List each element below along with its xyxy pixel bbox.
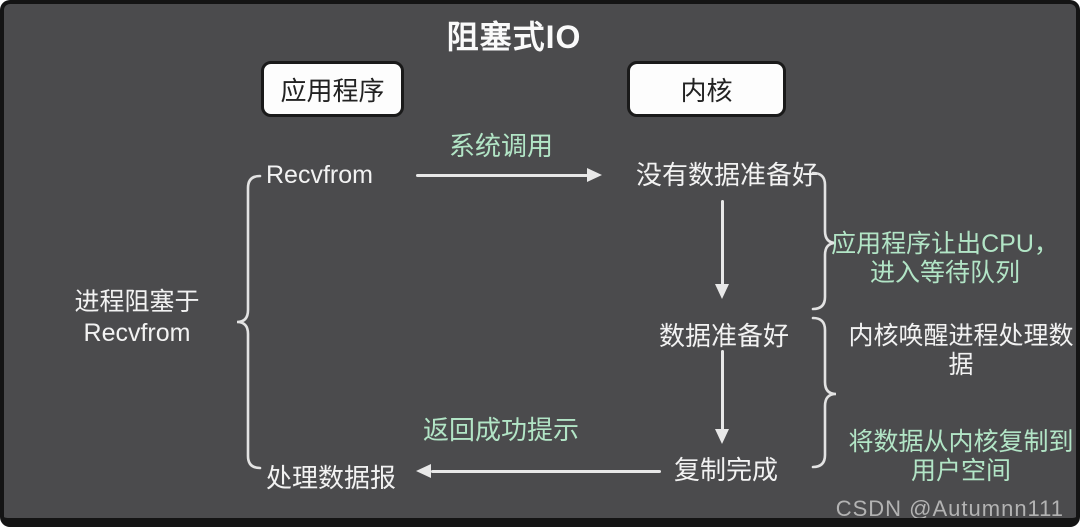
application-box-label: 应用程序 xyxy=(280,75,385,106)
kernel-box: 内核 xyxy=(627,61,786,117)
annotation-copy-to-user: 将数据从内核复制到 用户空间 xyxy=(844,428,1076,486)
node-data-ready: 数据准备好 xyxy=(658,321,789,351)
annotation-yield-cpu-line2: 进入等待队列 xyxy=(869,259,1020,287)
blocked-process-label-line1: 进程阻塞于 xyxy=(74,288,200,316)
right-brace-top-icon xyxy=(811,171,837,311)
application-box: 应用程序 xyxy=(261,61,404,117)
edge-label-system-call: 系统调用 xyxy=(448,131,553,161)
copy-arrowhead-icon xyxy=(715,429,729,444)
annotation-yield-cpu: 应用程序让出CPU， 进入等待队列 xyxy=(828,230,1062,288)
edge-label-return-success: 返回成功提示 xyxy=(422,415,579,445)
right-brace-bottom-icon xyxy=(811,316,837,469)
return-arrow-line xyxy=(431,470,661,473)
wait-arrowhead-icon xyxy=(715,284,729,299)
annotation-yield-cpu-line1: 应用程序让出CPU， xyxy=(831,230,1059,258)
annotation-kernel-wakes-line1: 内核唤醒进程处理数 xyxy=(848,322,1074,350)
blocked-process-label-line2: Recvfrom xyxy=(83,319,191,347)
wait-arrow-line xyxy=(721,200,724,285)
csdn-watermark: CSDN @Autumnn111 xyxy=(835,496,1064,521)
annotation-kernel-wakes: 内核唤醒进程处理数 据 xyxy=(844,322,1076,380)
annotation-copy-to-user-line1: 将数据从内核复制到 xyxy=(848,428,1074,456)
diagram-title: 阻塞式IO xyxy=(446,19,582,55)
node-no-data-ready: 没有数据准备好 xyxy=(635,160,818,190)
blocked-process-label: 进程阻塞于 Recvfrom xyxy=(39,287,235,349)
left-brace-icon xyxy=(236,174,262,470)
kernel-box-label: 内核 xyxy=(680,75,733,106)
annotation-kernel-wakes-line2: 据 xyxy=(948,351,974,379)
node-recvfrom: Recvfrom xyxy=(266,161,373,189)
system-call-arrowhead-icon xyxy=(587,168,602,182)
node-copy-complete: 复制完成 xyxy=(673,455,778,485)
copy-arrow-line xyxy=(721,350,724,430)
annotation-copy-to-user-line2: 用户空间 xyxy=(910,457,1011,485)
return-arrowhead-icon xyxy=(416,464,431,478)
node-process-datagram: 处理数据报 xyxy=(266,463,397,493)
system-call-arrow-line xyxy=(416,174,588,177)
